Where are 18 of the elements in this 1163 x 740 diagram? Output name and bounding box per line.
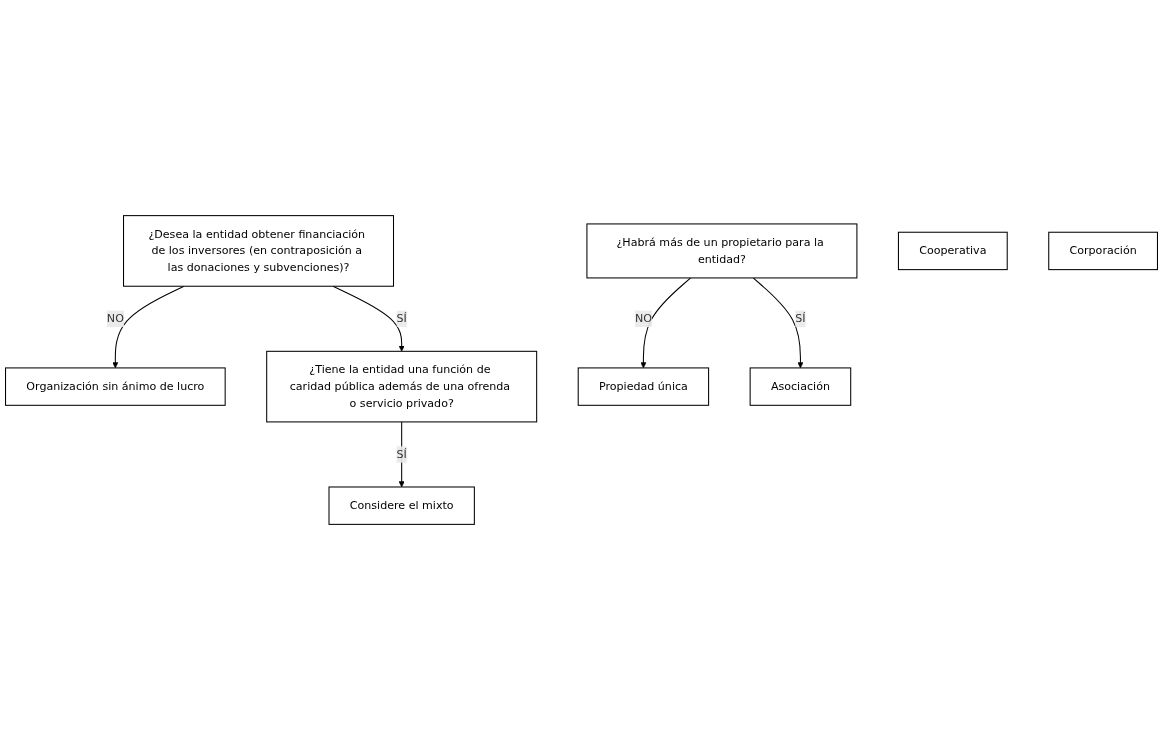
node-box: Corporación [1048, 231, 1158, 271]
edge-label: NO [106, 311, 124, 325]
arrow [752, 277, 804, 369]
node-box: Organización sin ánimo de lucro [5, 367, 226, 406]
edge-label: SÍ [396, 447, 407, 461]
edge-label: SÍ [795, 311, 806, 325]
node-box: ¿Habrá más de un propietario para la entidad? [586, 223, 858, 279]
node-box: Considere el mixto [328, 486, 475, 525]
node-box: Cooperativa [897, 231, 1008, 271]
arrow [332, 285, 405, 352]
node-box: Propiedad única [577, 367, 710, 406]
node-box: Asociación [749, 367, 852, 406]
node-box: ¿Desea la entidad obtener financiación de los inversores (en contraposición a las donaciones y subvenciones)? [123, 215, 394, 287]
arrow [640, 277, 692, 369]
arrow [112, 285, 185, 369]
edge-label: SÍ [396, 311, 407, 325]
node-box: ¿Tiene la entidad una función de caridad pública además de una ofrenda o servicio privado? [266, 350, 538, 423]
edge-label: NO [634, 311, 652, 325]
